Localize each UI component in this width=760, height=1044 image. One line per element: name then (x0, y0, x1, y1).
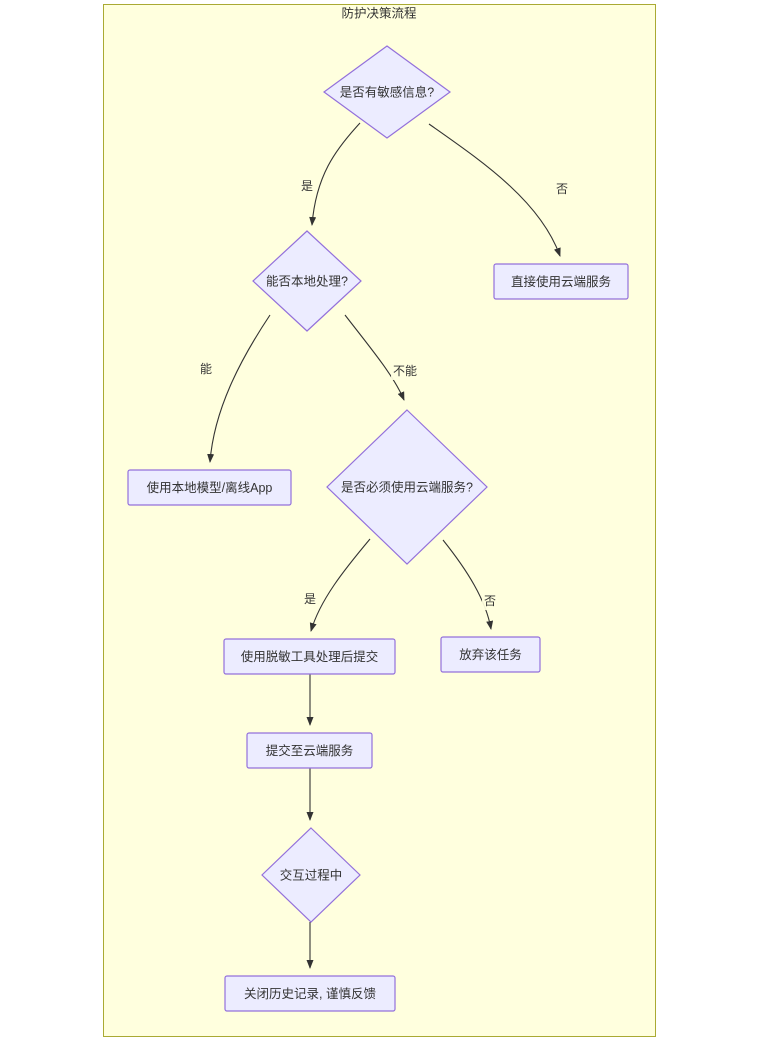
edge-label-background (299, 178, 315, 195)
edges-layer (207, 122, 561, 969)
flow-edge (207, 314, 271, 463)
edge-label: 是 (301, 179, 313, 193)
process-shape (223, 638, 396, 675)
node-label: 提交至云端服务 (266, 743, 354, 758)
edge-label: 否 (484, 594, 496, 608)
flow-node-n1[interactable]: 是否有敏感信息? (322, 45, 452, 139)
flow-node-n4[interactable]: 使用本地模型/离线App (127, 469, 292, 506)
edge-label: 不能 (393, 364, 417, 378)
process-shape (127, 469, 292, 506)
edge-label-background (554, 181, 570, 198)
flow-node-n5[interactable]: 是否必须使用云端服务? (326, 409, 488, 565)
node-label: 放弃该任务 (459, 647, 522, 662)
edge-label-background (302, 591, 318, 608)
process-shape (440, 636, 541, 673)
node-label: 关闭历史记录, 谨慎反馈 (244, 987, 376, 1001)
node-label: 使用脱敏工具处理后提交 (241, 649, 379, 664)
diagram-title: 防护决策流程 (341, 5, 417, 20)
process-shape (246, 732, 373, 769)
flow-node-n6[interactable]: 使用脱敏工具处理后提交 (223, 638, 396, 675)
edge-label-background (482, 593, 498, 610)
flow-edge (309, 122, 361, 226)
process-shape (493, 263, 629, 300)
node-label: 是否必须使用云端服务? (341, 479, 473, 494)
flow-node-n7[interactable]: 放弃该任务 (440, 636, 541, 673)
edge-label: 是 (304, 592, 316, 606)
flow-node-n10[interactable]: 关闭历史记录, 谨慎反馈 (224, 975, 396, 1012)
nodes-layer: 是否有敏感信息? 直接使用云端服务 能否本地处理? 使用本地模型/离线App 是否必须使… (127, 45, 629, 1012)
flow-node-n8[interactable]: 提交至云端服务 (246, 732, 373, 769)
process-shape (224, 975, 396, 1012)
node-label: 直接使用云端服务 (511, 274, 611, 289)
flow-edge (442, 539, 494, 630)
edge-label: 否 (556, 182, 568, 196)
flow-node-n9[interactable]: 交互过程中 (261, 827, 361, 923)
flow-edge (428, 123, 561, 257)
node-label: 能否本地处理? (266, 274, 348, 288)
edge-label: 能 (200, 362, 212, 376)
edge-label-background (391, 363, 419, 380)
node-label: 使用本地模型/离线App (147, 480, 273, 495)
flow-node-n3[interactable]: 能否本地处理? (252, 230, 362, 332)
node-label: 交互过程中 (280, 867, 343, 882)
decision-shape (261, 827, 361, 923)
flow-edge (344, 314, 405, 401)
decision-shape (322, 45, 452, 139)
flow-node-n2[interactable]: 直接使用云端服务 (493, 263, 629, 300)
decision-shape (252, 230, 362, 332)
edge-labels-layer: 是否能不能是否 (198, 178, 570, 610)
edge-label-background (198, 361, 214, 378)
decision-shape (326, 409, 488, 565)
node-label: 是否有敏感信息? (340, 84, 435, 99)
flow-edge (309, 538, 371, 632)
